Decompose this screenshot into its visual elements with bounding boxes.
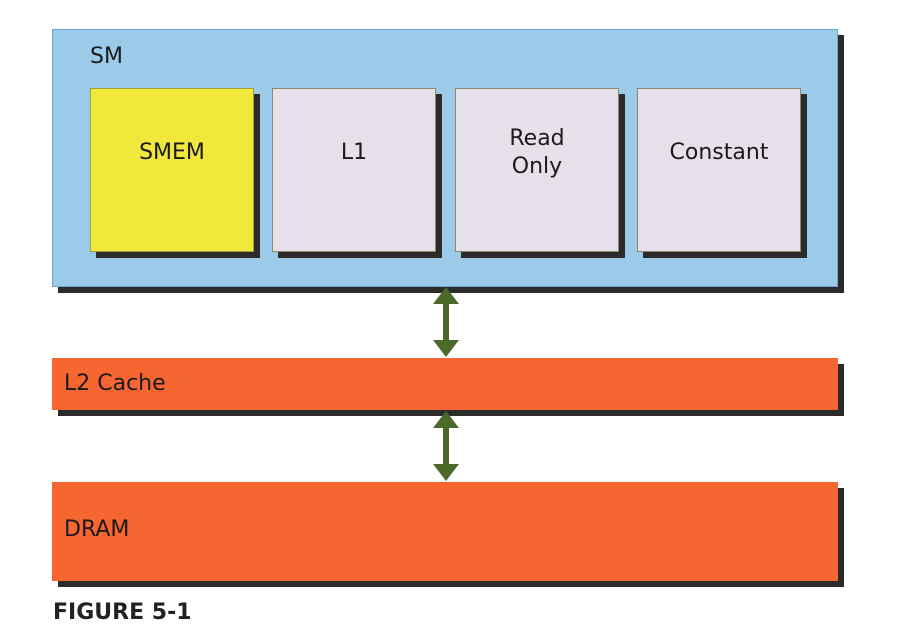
read-only-block: Read Only	[455, 88, 619, 252]
smem-label: SMEM	[139, 140, 205, 165]
read-only-label: Read Only	[509, 126, 565, 179]
dram-block	[52, 482, 838, 581]
l2-cache-block	[52, 358, 838, 410]
sm-l2-arrow	[433, 287, 459, 357]
constant-label: Constant	[669, 140, 769, 165]
l2-cache-label: L2 Cache	[64, 371, 166, 396]
l1-block: L1	[272, 88, 436, 252]
constant-block: Constant	[637, 88, 801, 252]
smem-block: SMEM	[90, 88, 254, 252]
l1-label: L1	[340, 140, 368, 165]
sm-label: SM	[90, 44, 123, 69]
dram-label: DRAM	[64, 517, 130, 542]
l2-dram-arrow	[433, 411, 459, 481]
figure-caption: FIGURE 5-1	[53, 600, 192, 625]
